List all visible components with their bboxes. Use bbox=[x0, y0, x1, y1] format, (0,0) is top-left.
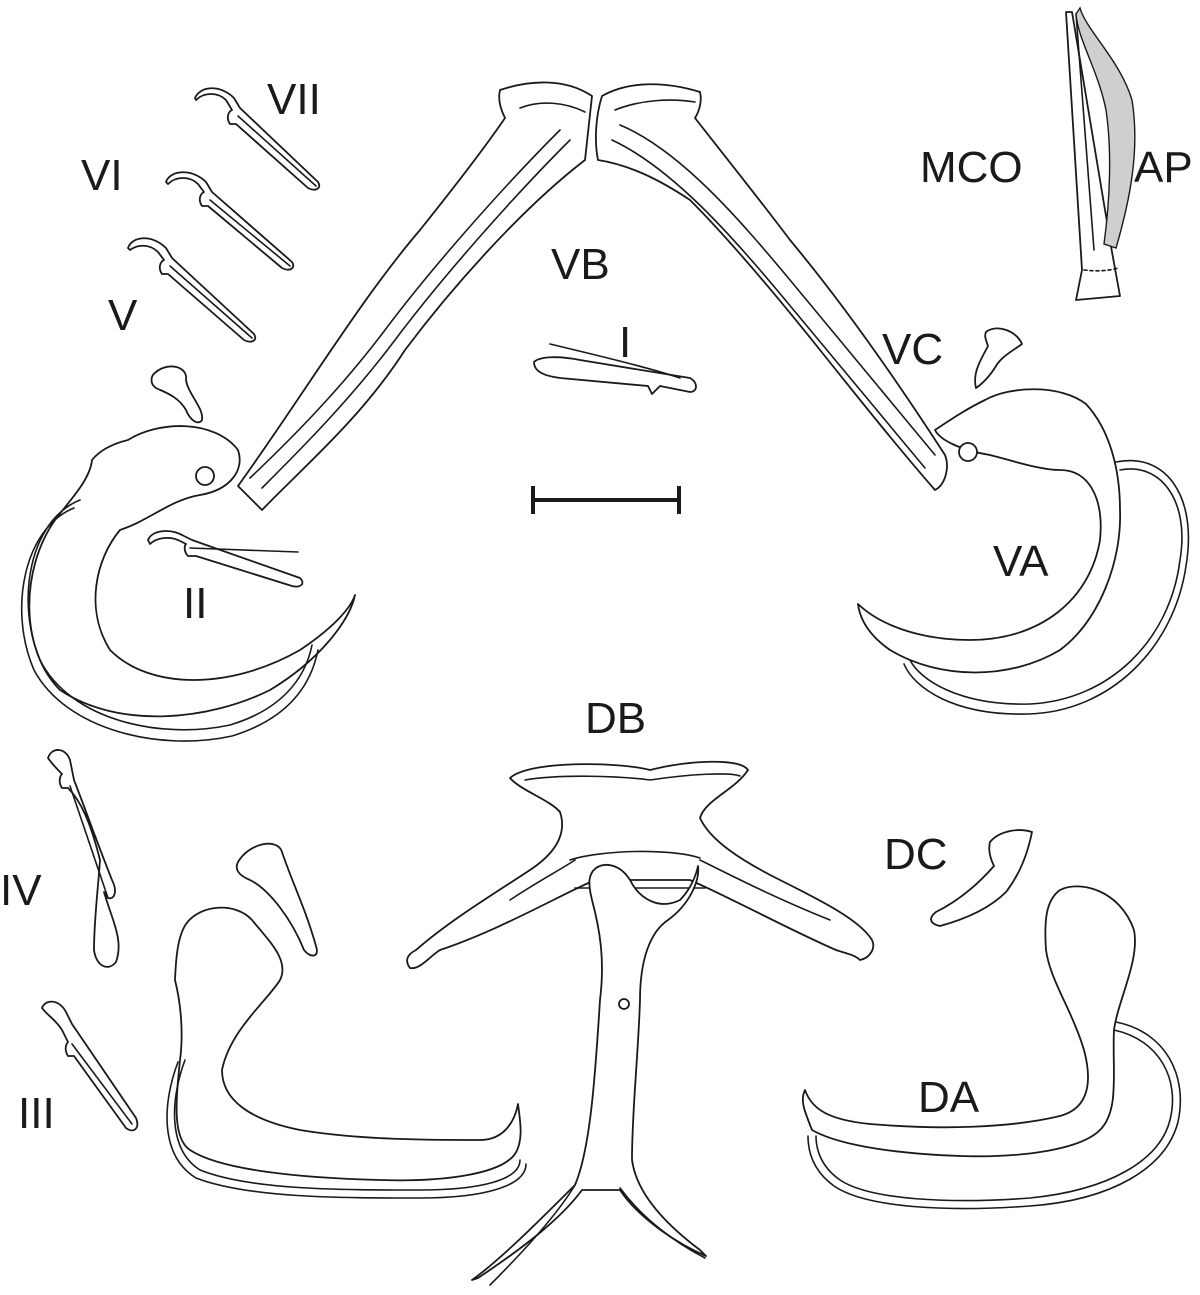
hook-iii bbox=[41, 1000, 139, 1132]
label-ventral-anchor: VA bbox=[993, 537, 1049, 586]
hook-iv bbox=[47, 749, 120, 968]
label-dorsal-anchor: DA bbox=[918, 1073, 980, 1122]
label-hook-v: V bbox=[108, 291, 138, 340]
accessory-piece bbox=[1075, 6, 1136, 249]
label-hook-iii: III bbox=[18, 1089, 55, 1138]
hook-vii bbox=[194, 87, 321, 191]
ventral-bar bbox=[237, 81, 948, 511]
left-ventral-bar-piece bbox=[150, 365, 203, 424]
label-hook-i: I bbox=[619, 318, 631, 367]
right-ventral-bar-piece bbox=[974, 327, 1023, 389]
label-hook-vi: VI bbox=[81, 151, 123, 200]
hook-i bbox=[533, 343, 697, 395]
right-ventral-anchor bbox=[857, 388, 1190, 715]
hook-vi bbox=[165, 171, 295, 271]
label-hook-ii: II bbox=[183, 579, 207, 628]
left-dorsal-bar-piece bbox=[235, 842, 318, 957]
hook-ii bbox=[147, 530, 304, 588]
label-ventral-bar: VB bbox=[551, 240, 610, 289]
label-dorsal-connective: DC bbox=[884, 830, 948, 879]
right-dorsal-bar-piece bbox=[930, 829, 1033, 927]
label-hook-iv: IV bbox=[0, 866, 42, 915]
label-hook-vii: VII bbox=[267, 75, 321, 124]
left-ventral-anchor bbox=[20, 425, 356, 742]
label-accessory-piece: AP bbox=[1134, 143, 1193, 192]
label-dorsal-bar: DB bbox=[585, 694, 646, 743]
hook-v bbox=[127, 237, 257, 343]
label-male-copulatory-organ: MCO bbox=[920, 143, 1023, 192]
left-dorsal-anchor bbox=[166, 906, 527, 1199]
label-ventral-connective: VC bbox=[882, 325, 943, 374]
scale-bar bbox=[531, 486, 681, 514]
male-copulatory-organ bbox=[1065, 6, 1136, 301]
dorsal-bar-stem bbox=[471, 864, 707, 1286]
right-dorsal-anchor bbox=[801, 885, 1182, 1210]
